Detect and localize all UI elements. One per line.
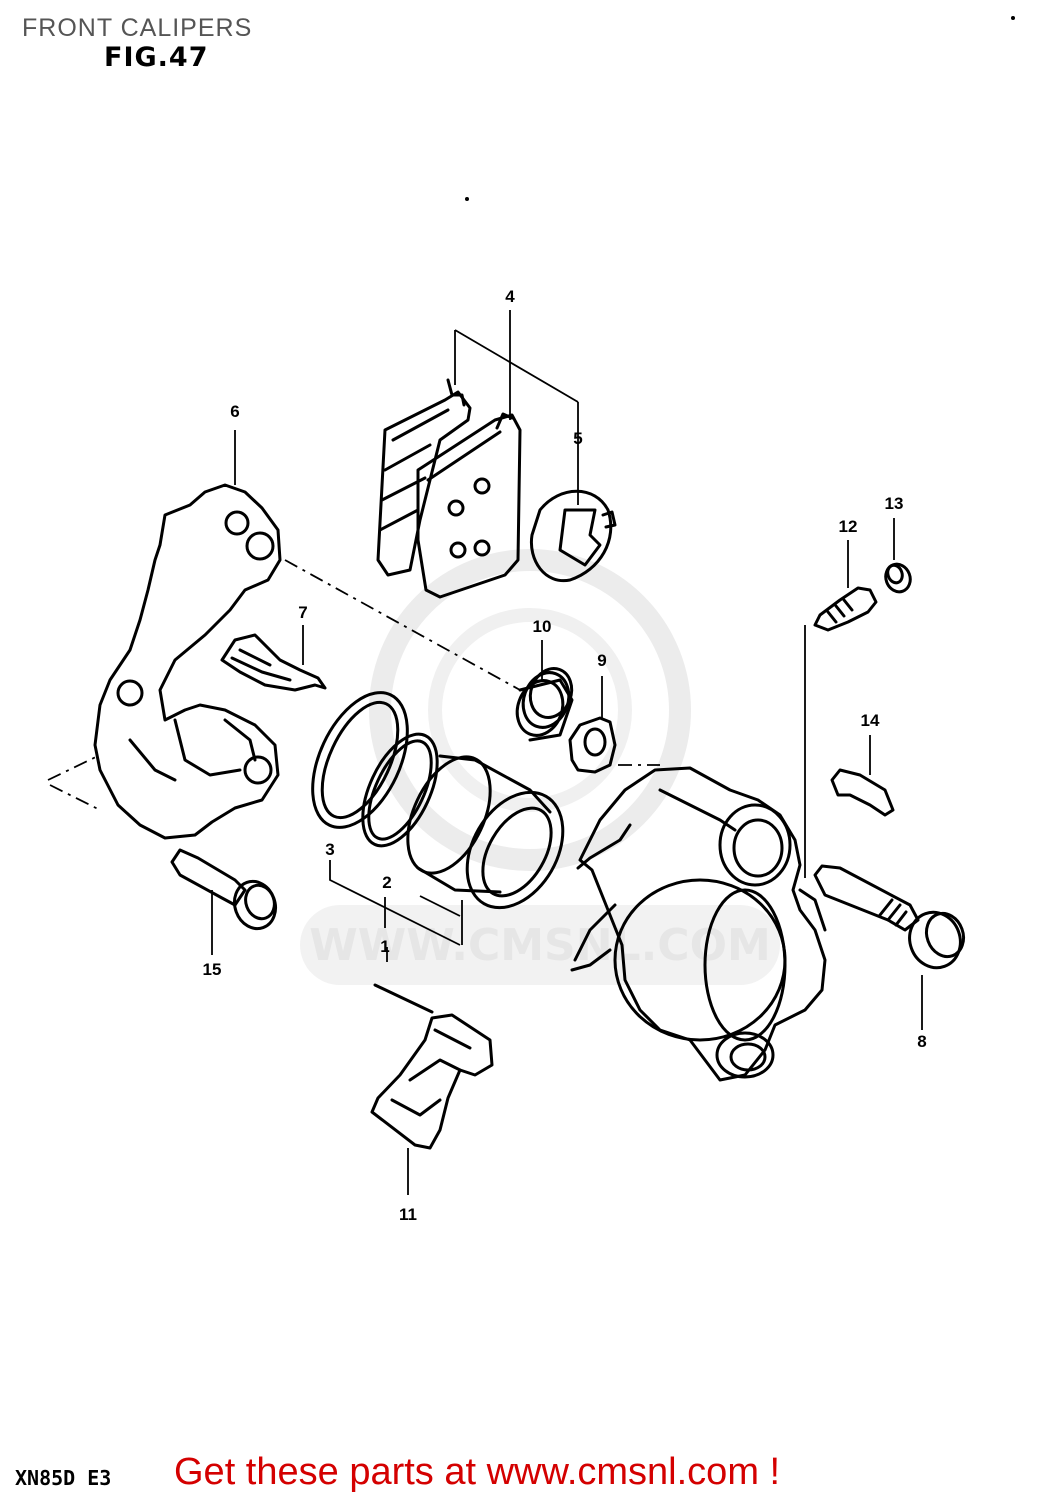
callout-3: 3 xyxy=(325,840,334,859)
callout-labels: 1 2 3 4 5 6 7 8 9 10 11 12 13 14 15 xyxy=(203,287,927,1224)
figure-number: FIG.47 xyxy=(104,42,209,73)
callout-9: 9 xyxy=(597,651,606,670)
watermark-text: WWW.CMSNL.COM xyxy=(309,920,771,971)
dust-seal xyxy=(311,691,409,829)
guide-bolt xyxy=(813,864,966,970)
callout-1: 1 xyxy=(380,937,389,956)
callout-13: 13 xyxy=(885,494,904,513)
bleeder-cap xyxy=(884,562,912,594)
caliper-bracket xyxy=(93,483,282,840)
callout-12: 12 xyxy=(839,517,858,536)
stray-dot xyxy=(1011,16,1015,20)
pin-boot xyxy=(515,667,574,742)
bracket-bolt xyxy=(170,848,278,931)
sleeve-boot xyxy=(568,716,617,774)
callout-14: 14 xyxy=(861,711,880,730)
promo-link[interactable]: Get these parts at www.cmsnl.com ! xyxy=(174,1451,781,1493)
callout-2: 2 xyxy=(382,873,391,892)
leader-lines xyxy=(47,310,923,1195)
callout-6: 6 xyxy=(230,402,239,421)
callout-8: 8 xyxy=(917,1032,926,1051)
stray-dot xyxy=(465,197,469,201)
callout-4: 4 xyxy=(505,287,515,306)
page-title: FRONT CALIPERS xyxy=(22,14,253,42)
callout-15: 15 xyxy=(203,960,222,979)
callout-10: 10 xyxy=(533,617,552,636)
caliper-piston xyxy=(406,754,565,910)
retaining-clip xyxy=(830,768,895,817)
brake-pads xyxy=(376,378,522,599)
callout-5: 5 xyxy=(573,429,582,448)
callout-11: 11 xyxy=(399,1205,417,1224)
bleeder-valve xyxy=(813,586,878,632)
anti-rattle-spring xyxy=(220,633,327,692)
piston-seal xyxy=(361,732,439,848)
callout-7: 7 xyxy=(298,603,307,622)
pad-retainer xyxy=(370,983,494,1150)
model-code: XN85D E3 xyxy=(15,1466,112,1490)
caliper-body xyxy=(570,766,827,1082)
